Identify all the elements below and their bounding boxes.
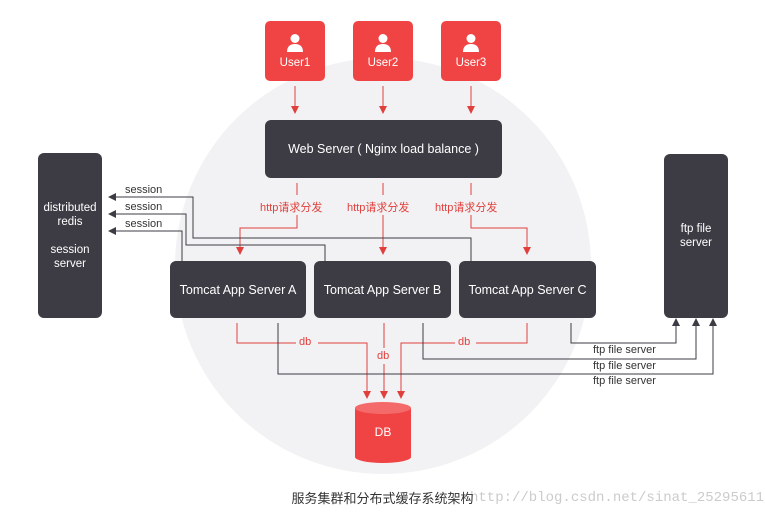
app-server-b-label: Tomcat App Server B [323,282,442,297]
arrow-web-appA [236,215,298,255]
redis-session-server-node[interactable]: distributed redis session server [38,153,102,318]
arrow-appC-redis [108,193,472,262]
http-label-c: http请求分发 [435,202,498,214]
app-server-b-node[interactable]: Tomcat App Server B [314,261,451,318]
redis-line3: session [50,243,90,256]
user1-label: User1 [279,57,311,69]
app-server-a-node[interactable]: Tomcat App Server A [170,261,306,318]
db-label-b: db [377,350,390,362]
ftp-label-1: ftp file server [593,344,656,356]
user2-node[interactable]: User2 [353,21,413,81]
session-label-2: session [125,201,163,213]
app-server-c-label: Tomcat App Server C [468,282,587,297]
http-label-b: http请求分发 [347,202,410,214]
ftp-line1: ftp file [680,223,712,235]
arrow-appA-ftp [277,318,717,375]
arrow-appA-redis [108,227,183,262]
arrow-appB-redis [108,210,326,262]
db-node-label: DB [374,425,392,439]
user-icon [287,34,303,52]
user-icon [375,34,391,52]
user3-node[interactable]: User3 [441,21,501,81]
web-server-label: Web Server ( Nginx load balance ) [288,142,479,156]
session-label-3: session [125,218,163,230]
app-server-a-label: Tomcat App Server A [179,282,297,297]
watermark: http://blog.csdn.net/sinat_25295611 [470,490,765,506]
ftp-label-2: ftp file server [593,360,656,372]
user-icon [463,34,479,52]
session-label-1: session [125,184,163,196]
arrow-appB-ftp [422,318,700,360]
db-cylinder [355,402,411,463]
ftp-line2: server [680,237,712,249]
user2-label: User2 [367,57,399,69]
arrow-web-appC [470,215,531,255]
redis-line4: server [54,257,86,270]
ftp-label-3: ftp file server [593,375,656,387]
redis-line1: distributed [43,201,97,214]
diagram-caption: 服务集群和分布式缓存系统架构 [291,492,474,507]
web-server-node[interactable]: Web Server ( Nginx load balance ) [265,120,502,178]
db-label-a: db [299,336,312,348]
ftp-file-server-node[interactable]: ftp file server [664,154,728,318]
arrow-appA-db [318,342,371,399]
http-label-a: http请求分发 [260,202,323,214]
arrow-appC-db [397,342,455,399]
arrow-appC-ftp [570,318,680,344]
user1-node[interactable]: User1 [265,21,325,81]
redis-line2: redis [57,215,83,228]
app-server-c-node[interactable]: Tomcat App Server C [459,261,596,318]
db-label-c: db [458,336,471,348]
user3-label: User3 [455,57,487,69]
